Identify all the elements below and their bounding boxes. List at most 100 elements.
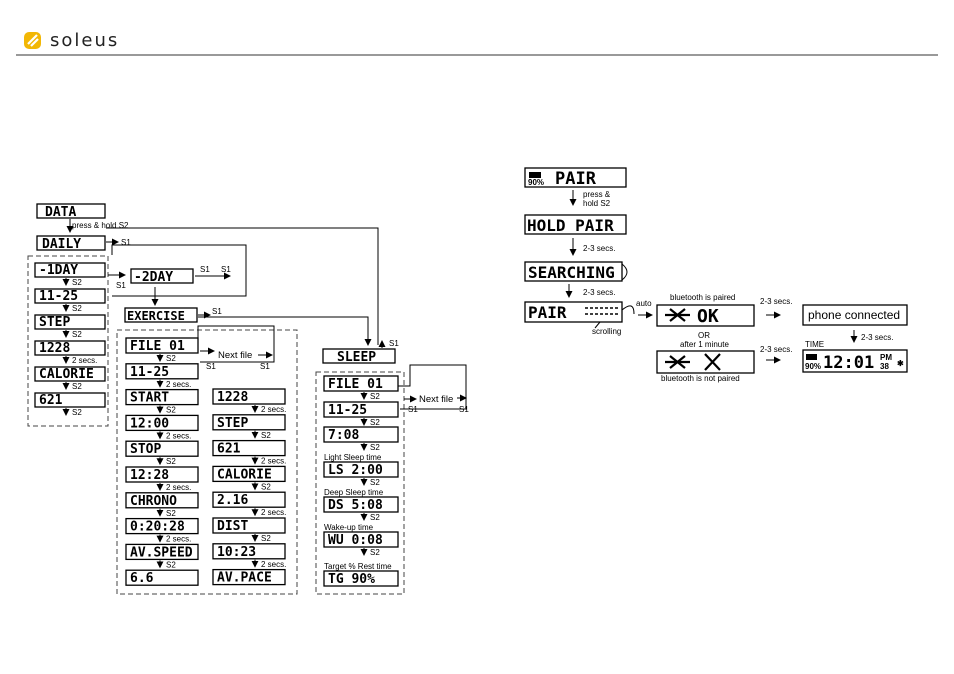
- daily-item-2-box: [34, 314, 106, 330]
- exercise-label: EXERCISE: [127, 309, 185, 323]
- sleep-frame: [315, 371, 405, 595]
- svg-text:S2: S2: [370, 418, 380, 427]
- bt-paired-label: bluetooth is paired: [670, 293, 735, 302]
- daily-frame: [27, 255, 109, 427]
- exercise-col1-item-4: STOP: [130, 442, 161, 457]
- bt-not-paired-label: bluetooth is not paired: [661, 374, 740, 383]
- exercise-col1-item-6: CHRONO: [130, 494, 177, 509]
- exercise-col2-item-7: AV.PACE: [217, 571, 272, 586]
- sleep-item-5: WU 0:08: [328, 533, 383, 548]
- two-three-secs-5: 2-3 secs.: [760, 345, 792, 354]
- sleep-caption-2: Wake-up time: [324, 523, 374, 532]
- svg-text:2 secs.: 2 secs.: [261, 405, 286, 414]
- ok-screen: [656, 304, 755, 327]
- daily-item-3: 1228: [39, 341, 70, 356]
- hold-pair-screen: [524, 214, 627, 235]
- exercise-screen: [124, 307, 198, 323]
- exercise-col2-item-7-box: [212, 568, 286, 586]
- sleep-item-0-box: [323, 375, 399, 392]
- sleep-item-6-box: [323, 570, 399, 587]
- svg-text:S2: S2: [72, 278, 82, 287]
- svg-text:S2: S2: [72, 330, 82, 339]
- svg-text:PM: PM: [880, 353, 892, 362]
- svg-text:S1: S1: [200, 265, 210, 274]
- searching-screen: [524, 261, 623, 282]
- sleep-item-1: 11-25: [328, 403, 367, 418]
- daily-label: DAILY: [42, 237, 81, 252]
- daily-item-3-box: [34, 340, 106, 356]
- daily-item-2: STEP: [39, 315, 70, 330]
- exercise-col1-item-1: 11-25: [130, 365, 169, 380]
- pair-screen: [524, 167, 627, 188]
- svg-text:S2: S2: [261, 482, 271, 491]
- exercise-col1-item-5-box: [125, 466, 199, 483]
- sleep-item-4-box: [323, 496, 399, 513]
- searching-label: SEARCHING: [528, 263, 615, 282]
- exercise-col2-item-4: 2.16: [217, 493, 248, 508]
- sleep-caption-3: Target % Rest time: [324, 562, 392, 571]
- sleep-label: SLEEP: [337, 350, 376, 365]
- daily-item-1: 11-25: [39, 289, 78, 304]
- svg-text:S2: S2: [166, 406, 176, 415]
- scrolling-label: scrolling: [592, 327, 621, 336]
- svg-text:S2: S2: [166, 560, 176, 569]
- bluetooth-off-icon: [665, 353, 721, 371]
- svg-text:S1: S1: [121, 238, 131, 247]
- svg-text:hold S2: hold S2: [583, 199, 611, 208]
- exercise-col2-item-2: 621: [217, 442, 241, 457]
- press-hold-s2-label: press & hold S2: [72, 221, 129, 230]
- svg-text:2 secs.: 2 secs.: [166, 535, 191, 544]
- daily-to-sleep-connector: [106, 227, 379, 345]
- not-paired-screen: [656, 350, 755, 374]
- exercise-col1-item-4-box: [125, 440, 199, 457]
- svg-text:S1: S1: [408, 405, 418, 414]
- exercise-col1-item-0: FILE 01: [130, 339, 185, 354]
- svg-text:S2: S2: [370, 548, 380, 557]
- exercise-col1-item-3-box: [125, 414, 199, 432]
- exercise-col1-item-7: 0:20:28: [130, 520, 185, 535]
- exercise-col2-item-5: DIST: [217, 519, 248, 534]
- exercise-col1-item-9-box: [125, 569, 199, 586]
- exercise-col2-item-4-box: [212, 491, 286, 508]
- svg-text:90%: 90%: [528, 178, 544, 187]
- time-label: TIME: [805, 340, 824, 349]
- svg-text:S2: S2: [166, 354, 176, 363]
- svg-text:S1: S1: [206, 362, 216, 371]
- sleep-item-2-box: [323, 426, 399, 443]
- sleep-item-6: TG 90%: [328, 572, 375, 587]
- bluetooth-icon: [665, 308, 690, 322]
- svg-text:S2: S2: [261, 431, 271, 440]
- svg-text:2 secs.: 2 secs.: [261, 560, 286, 569]
- sleep-caption-1: Deep Sleep time: [324, 488, 384, 497]
- time-battery-icon: [806, 354, 817, 360]
- exercise-col1-item-9: 6.6: [130, 571, 154, 586]
- two-three-secs-2: 2-3 secs.: [583, 288, 615, 297]
- cross-icon: [704, 353, 721, 371]
- pair-label: PAIR: [555, 169, 597, 189]
- or-label: OR: [698, 331, 710, 340]
- daily-item-0-box: [34, 262, 106, 278]
- svg-text:S1: S1: [116, 281, 126, 290]
- phone-connected-box: [802, 304, 908, 326]
- sleep-screen: [322, 348, 396, 364]
- exercise-col2-item-1: STEP: [217, 416, 248, 431]
- sleep-item-4: DS 5:08: [328, 498, 383, 513]
- svg-text:2 secs.: 2 secs.: [166, 380, 191, 389]
- svg-text:S1: S1: [212, 307, 222, 316]
- svg-text:S1: S1: [260, 362, 270, 371]
- data-label: DATA: [45, 205, 76, 220]
- exercise-col2-item-3: CALORIE: [217, 467, 272, 482]
- svg-text:38: 38: [880, 362, 889, 371]
- after-1-minute-label: after 1 minute: [680, 340, 729, 349]
- two-three-secs-3: 2-3 secs.: [760, 297, 792, 306]
- daily-item-4-box: [34, 366, 106, 382]
- exercise-col1-item-5: 12:28: [130, 468, 169, 483]
- sleep-item-3: LS 2:00: [328, 463, 383, 478]
- exercise-col1-item-3: 12:00: [130, 416, 169, 431]
- soleus-logo: soleus: [24, 30, 117, 51]
- exercise-col2-item-3-box: [212, 465, 286, 483]
- exercise-col1-item-6-box: [125, 492, 199, 509]
- exercise-col2-item-1-box: [212, 414, 286, 431]
- exercise-col2-item-2-box: [212, 439, 286, 457]
- phone-connected-label: phone connected: [808, 308, 900, 322]
